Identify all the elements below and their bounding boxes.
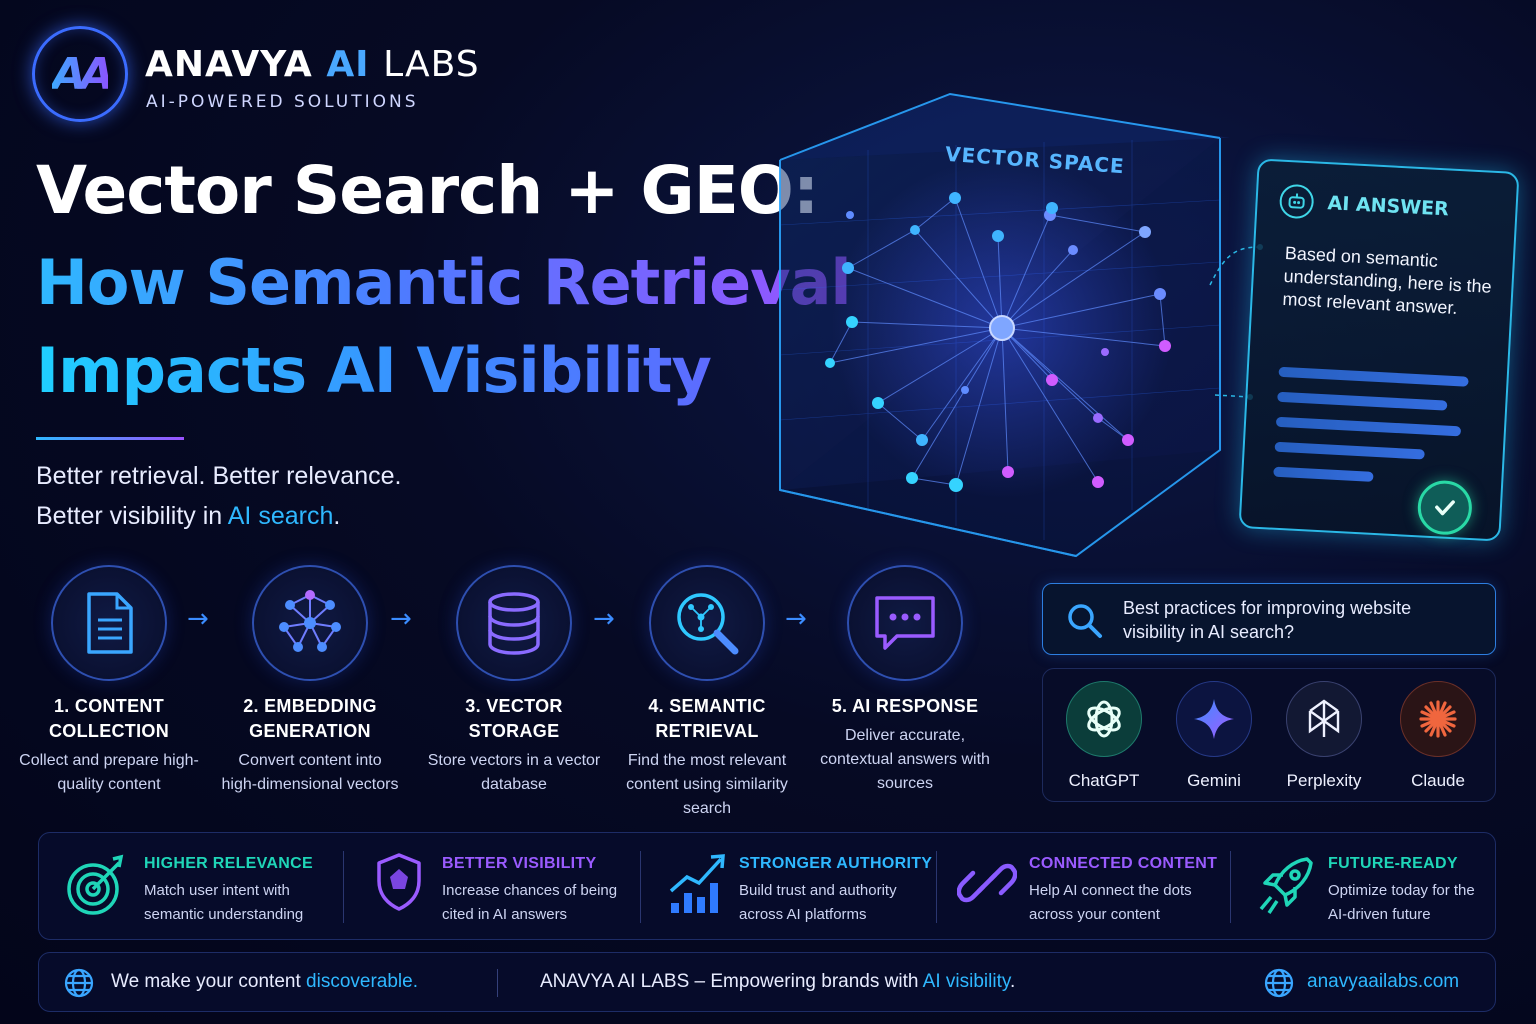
headline-line-1: Vector Search + GEO: [36,152,819,229]
target-icon [67,854,124,915]
step-vector-storage: 3. VECTOR STORAGE Store vectors in a vec… [424,565,604,797]
step-ai-response: 5. AI RESPONSE Deliver accurate, context… [815,565,995,796]
gemini-icon [1176,681,1252,757]
headline-divider [36,437,184,440]
answer-line [1274,441,1425,460]
step-desc: Collect and prepare high-quality content [19,752,199,793]
benefit-title: HIGHER RELEVANCE [144,855,313,872]
answer-line [1273,466,1374,482]
benefit-title: STRONGER AUTHORITY [739,855,933,872]
footer-separator [497,969,498,997]
check-icon [1416,479,1474,537]
step-desc: Find the most relevant content using sim… [626,752,788,817]
benefit-separator [1230,851,1231,923]
platform-name: Perplexity [1286,771,1362,790]
website-link[interactable]: anavyaailabs.com [1307,971,1460,992]
step-semantic-retrieval: 4. SEMANTIC RETRIEVAL Find the most rele… [617,565,797,821]
footer-mission: ANAVYA AI LABS – Empowering brands with … [540,971,1016,992]
claude-icon [1400,681,1476,757]
step-desc: Deliver accurate, contextual answers wit… [820,727,990,792]
database-icon [456,565,572,681]
footer-bar: We make your content discoverable. ANAVY… [38,952,1496,1012]
chatgpt-icon [1066,681,1142,757]
globe-icon [1264,968,1294,998]
answer-line [1278,366,1469,387]
platform-perplexity: Perplexity [1269,681,1379,791]
chat-icon [847,565,963,681]
ai-search-box[interactable]: Best practices for improving website vis… [1042,583,1496,655]
platform-name: Claude [1411,771,1465,790]
ai-answer-title: AI ANSWER [1327,192,1450,221]
logo-monogram: AA [51,48,114,100]
step-embedding-generation: 2. EMBEDDING GENERATION Convert content … [220,565,400,797]
growth-chart-icon [669,854,725,913]
arrow-right-icon: → [785,604,807,634]
ai-platforms-panel: ChatGPT Gemini Perplexity Claude [1042,668,1496,802]
arrow-right-icon: → [187,604,209,634]
document-icon [51,565,167,681]
subheadline-line-2: Better visibility in AI search. [36,502,341,530]
perplexity-icon [1286,681,1362,757]
subheadline-line-1: Better retrieval. Better relevance. [36,462,402,490]
step-title: 4. SEMANTIC RETRIEVAL [648,696,766,741]
platform-chatgpt: ChatGPT [1049,681,1159,791]
shield-icon [377,853,421,911]
step-title: 1. CONTENT COLLECTION [49,696,169,741]
benefit-better-visibility: BETTER VISIBILITY Increase chances of be… [344,833,640,941]
benefit-title: BETTER VISIBILITY [442,855,597,872]
step-desc: Store vectors in a vector database [427,752,601,793]
platform-name: Gemini [1187,771,1241,790]
search-icon [1068,604,1102,638]
step-desc: Convert content into high-dimensional ve… [221,752,399,793]
network-icon [252,565,368,681]
step-title: 3. VECTOR STORAGE [465,696,563,741]
benefit-stronger-authority: STRONGER AUTHORITY Build trust and autho… [641,833,937,941]
footer-tagline: We make your content discoverable. [111,971,418,992]
search-query: Best practices for improving website vis… [1123,598,1412,642]
arrow-right-icon: → [390,604,412,634]
answer-line [1277,391,1448,411]
vector-space-cube [779,92,1230,558]
brand-name: ANAVYA AI LABS [145,44,480,85]
answer-line [1275,416,1462,437]
rocket-icon [1259,857,1313,914]
step-content-collection: 1. CONTENT COLLECTION Collect and prepar… [19,565,199,797]
headline-line-2: How Semantic Retrieval [36,246,852,319]
globe-icon [64,968,94,998]
ai-answer-header: AI ANSWER [1278,183,1450,227]
platform-claude: Claude [1383,681,1493,791]
benefit-separator [343,851,344,923]
brand-logo: AA [32,26,128,122]
benefit-separator [936,851,937,923]
platform-gemini: Gemini [1159,681,1269,791]
benefit-title: CONNECTED CONTENT [1029,855,1218,872]
ai-answer-card: AI ANSWER Based on semantic understandin… [1238,158,1520,542]
robot-icon [1278,183,1315,220]
link-icon [957,863,1017,903]
platform-name: ChatGPT [1068,771,1140,790]
ai-answer-text: Based on semantic understanding, here is… [1282,242,1493,319]
brand-tagline: AI-POWERED SOLUTIONS [146,92,419,112]
headline-line-3: Impacts AI Visibility [36,334,712,407]
search-network-icon [649,565,765,681]
benefit-title: FUTURE-READY [1328,855,1458,872]
step-title: 5. AI RESPONSE [831,696,979,716]
arrow-right-icon: → [593,604,615,634]
step-title: 2. EMBEDDING GENERATION [243,696,377,741]
benefit-connected-content: CONNECTED CONTENT Help AI connect the do… [937,833,1229,941]
benefit-separator [640,851,641,923]
